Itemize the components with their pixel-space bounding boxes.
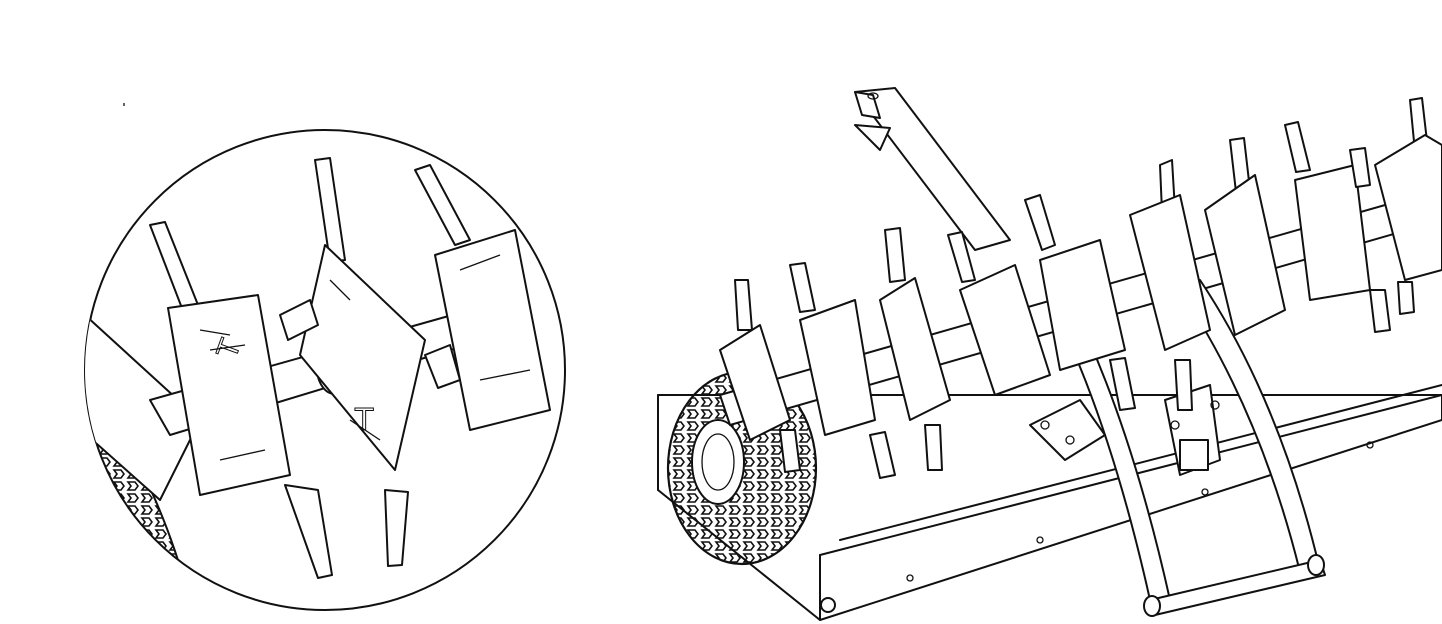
detail-tine-plate-3 — [414, 164, 551, 431]
detail-tine — [414, 164, 471, 246]
detail-plate-left — [85, 314, 201, 501]
detail-tine — [149, 221, 201, 317]
frame-bars — [1049, 279, 1326, 617]
tine-assemblies — [719, 97, 1442, 479]
tine-plate — [789, 262, 896, 479]
tine-plate — [1374, 97, 1442, 315]
svg-text:T: T — [354, 403, 374, 438]
tine-plate — [959, 194, 1136, 411]
detail-tine — [314, 157, 346, 263]
detail-tine-plate-1: T — [149, 221, 333, 579]
wheel-hub — [691, 419, 745, 505]
detail-tine-plate-2: T — [279, 157, 426, 567]
tine-plate — [719, 279, 801, 473]
detail-tine — [384, 489, 409, 567]
tine-plate — [1129, 137, 1286, 411]
tine-plate — [1284, 121, 1391, 333]
detail-view: T T — [84, 103, 566, 611]
frame-bolt — [820, 597, 836, 613]
tine-plate — [879, 227, 976, 471]
overall-view — [657, 87, 1442, 621]
hitch-arm — [854, 87, 1011, 251]
detail-tine — [284, 484, 333, 579]
